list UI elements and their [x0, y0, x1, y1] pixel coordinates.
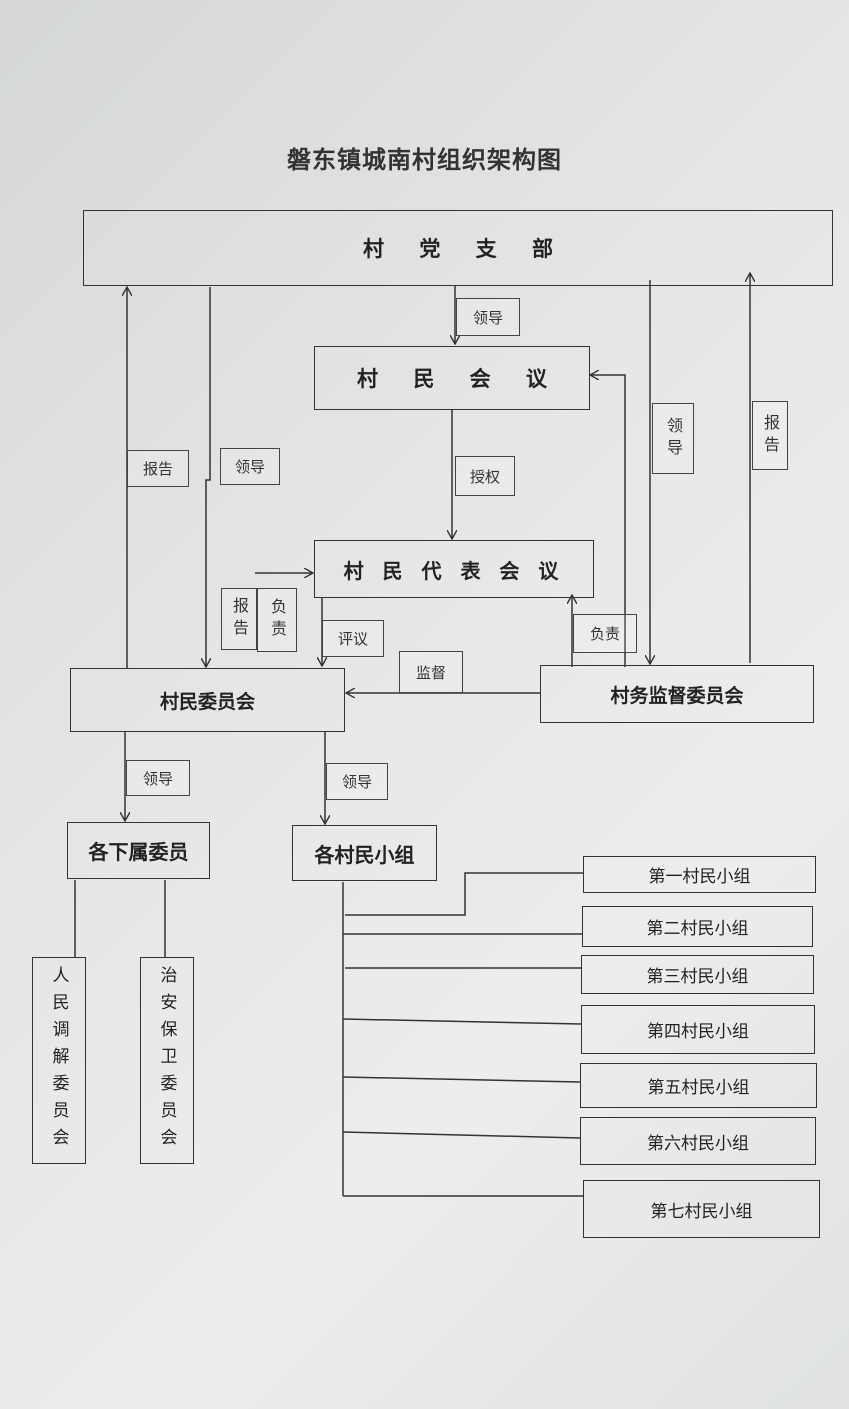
group-label-7: 第七村民小组	[650, 1201, 753, 1222]
edge-label-report-right-text: 报告	[761, 413, 780, 458]
group-box-5: 第五村民小组	[580, 1063, 817, 1108]
edge-label-lead-right-text: 领导	[664, 416, 683, 461]
edge-label-responsible-small: 负责	[257, 588, 297, 652]
supervision-committee-box: 村务监督委员会	[540, 665, 814, 723]
group-label-4: 第四村民小组	[647, 1022, 749, 1042]
security-committee-label: 治安保卫委员会	[156, 966, 177, 1155]
edge-label-responsible-right: 负责	[573, 614, 637, 653]
security-committee-box: 治安保卫委员会	[140, 957, 194, 1164]
party-branch-box: 村 党 支 部	[83, 210, 833, 286]
edge-label-lead-left: 领导	[220, 448, 280, 485]
group-box-3: 第三村民小组	[581, 955, 814, 994]
subordinate-members-label: 各下属委员	[88, 840, 189, 864]
edge-label-lead-sub: 领导	[126, 760, 190, 796]
edge-label-report-small: 报告	[221, 588, 257, 650]
mediation-committee-label: 人民调解委员会	[48, 966, 69, 1155]
representatives-meeting-box: 村 民 代 表 会 议	[314, 540, 594, 598]
group-box-4: 第四村民小组	[581, 1005, 815, 1054]
villagers-meeting-box: 村 民 会 议	[314, 346, 590, 410]
edge-label-report-small-text: 报告	[230, 597, 249, 641]
edge-label-lead-right: 领导	[652, 403, 694, 474]
villagers-committee-label: 村民委员会	[159, 690, 255, 713]
group-box-2: 第二村民小组	[582, 906, 813, 947]
group-label-1: 第一村民小组	[648, 867, 751, 887]
group-box-1: 第一村民小组	[583, 856, 816, 893]
group-label-3: 第三村民小组	[646, 967, 749, 987]
mediation-committee-box: 人民调解委员会	[32, 957, 86, 1164]
villagers-committee-box: 村民委员会	[70, 668, 345, 732]
villager-groups-box: 各村民小组	[292, 825, 437, 881]
party-branch-label: 村 党 支 部	[363, 237, 567, 261]
group-label-5: 第五村民小组	[647, 1078, 750, 1098]
edge-label-lead-top: 领导	[456, 298, 520, 336]
edge-label-report-left: 报告	[127, 450, 189, 487]
group-box-7: 第七村民小组	[583, 1180, 820, 1238]
representatives-meeting-label: 村 民 代 表 会 议	[343, 558, 565, 583]
page-title: 磐东镇城南村组织架构图	[287, 146, 562, 174]
edge-label-responsible-small-text: 负责	[268, 598, 287, 642]
villager-groups-label: 各村民小组	[314, 842, 415, 867]
supervision-committee-label: 村务监督委员会	[610, 684, 744, 707]
group-label-2: 第二村民小组	[646, 919, 749, 939]
subordinate-members-box: 各下属委员	[67, 822, 210, 879]
edge-label-review: 评议	[322, 620, 384, 657]
edge-label-supervise: 监督	[399, 651, 463, 693]
villagers-meeting-label: 村 民 会 议	[357, 367, 561, 391]
edge-label-lead-groups: 领导	[326, 763, 388, 800]
edge-label-report-right: 报告	[752, 401, 788, 470]
group-label-6: 第六村民小组	[647, 1133, 749, 1154]
edge-label-authorize: 授权	[455, 456, 515, 496]
group-box-6: 第六村民小组	[580, 1117, 816, 1165]
